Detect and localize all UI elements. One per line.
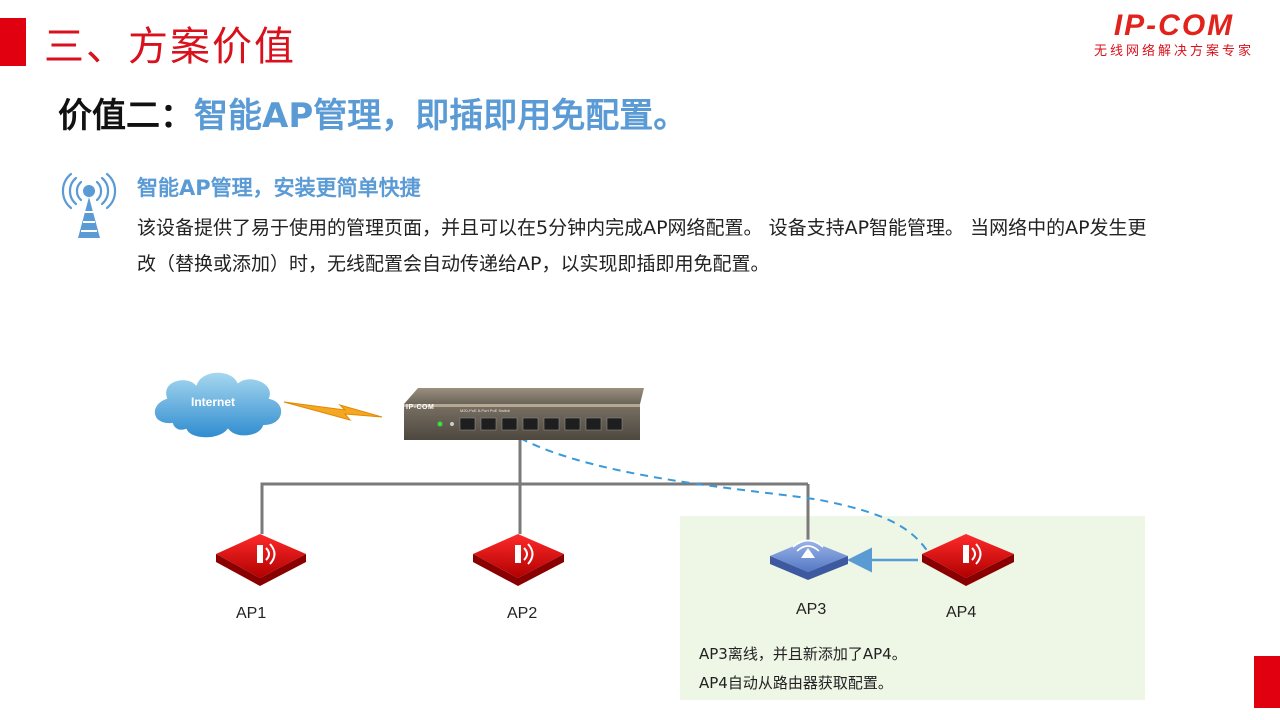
router-ports <box>459 417 623 431</box>
poe-router <box>404 388 644 440</box>
ap-label: AP4 <box>946 604 977 621</box>
lightning-icon <box>283 401 383 421</box>
router-brand-label: IP-COM <box>406 404 435 411</box>
highlight-zone <box>680 516 1145 700</box>
config-dashed-path <box>519 437 929 553</box>
header-accent-bar <box>0 18 26 66</box>
feature-description: 该设备提供了易于使用的管理页面，并且可以在5分钟内完成AP网络配置。 设备支持A… <box>137 217 1147 275</box>
internet-label: Internet <box>190 395 235 409</box>
ap-label: AP3 <box>796 601 827 618</box>
cable-lines <box>260 438 810 548</box>
brand-tagline: 无线网络解决方案专家 <box>1093 44 1254 59</box>
internet-cloud <box>153 370 284 440</box>
ap-device-red <box>216 534 306 586</box>
section-title: 三、方案价值 <box>44 24 296 70</box>
footer-accent-bar <box>1254 656 1280 708</box>
ap-device-blue <box>770 539 848 580</box>
router-model-label: M20-PoE 8-Port PoE Switch <box>460 408 511 413</box>
brand-logo: IP-COM 无线网络解决方案专家 <box>1078 8 1270 60</box>
ap-label: AP1 <box>236 605 267 622</box>
diagram-note: AP4自动从路由器获取配置。 <box>699 674 893 692</box>
ap-device-red <box>922 534 1014 586</box>
diagram-note: AP3离线，并且新添加了AP4。 <box>699 645 907 663</box>
ap-label: AP2 <box>507 605 538 622</box>
page-headline: 价值二：智能AP管理，即插即用免配置。 <box>58 88 687 137</box>
headline-prefix: 价值二： <box>58 96 194 136</box>
feature-title: 智能AP管理，安装更简单快捷 <box>137 176 421 200</box>
ap-device-red <box>473 534 564 586</box>
headline-value: 智能AP管理，即插即用免配置。 <box>194 96 688 136</box>
brand-logo-text: IP-COM <box>1113 9 1235 42</box>
wireless-tower-icon <box>61 172 117 238</box>
